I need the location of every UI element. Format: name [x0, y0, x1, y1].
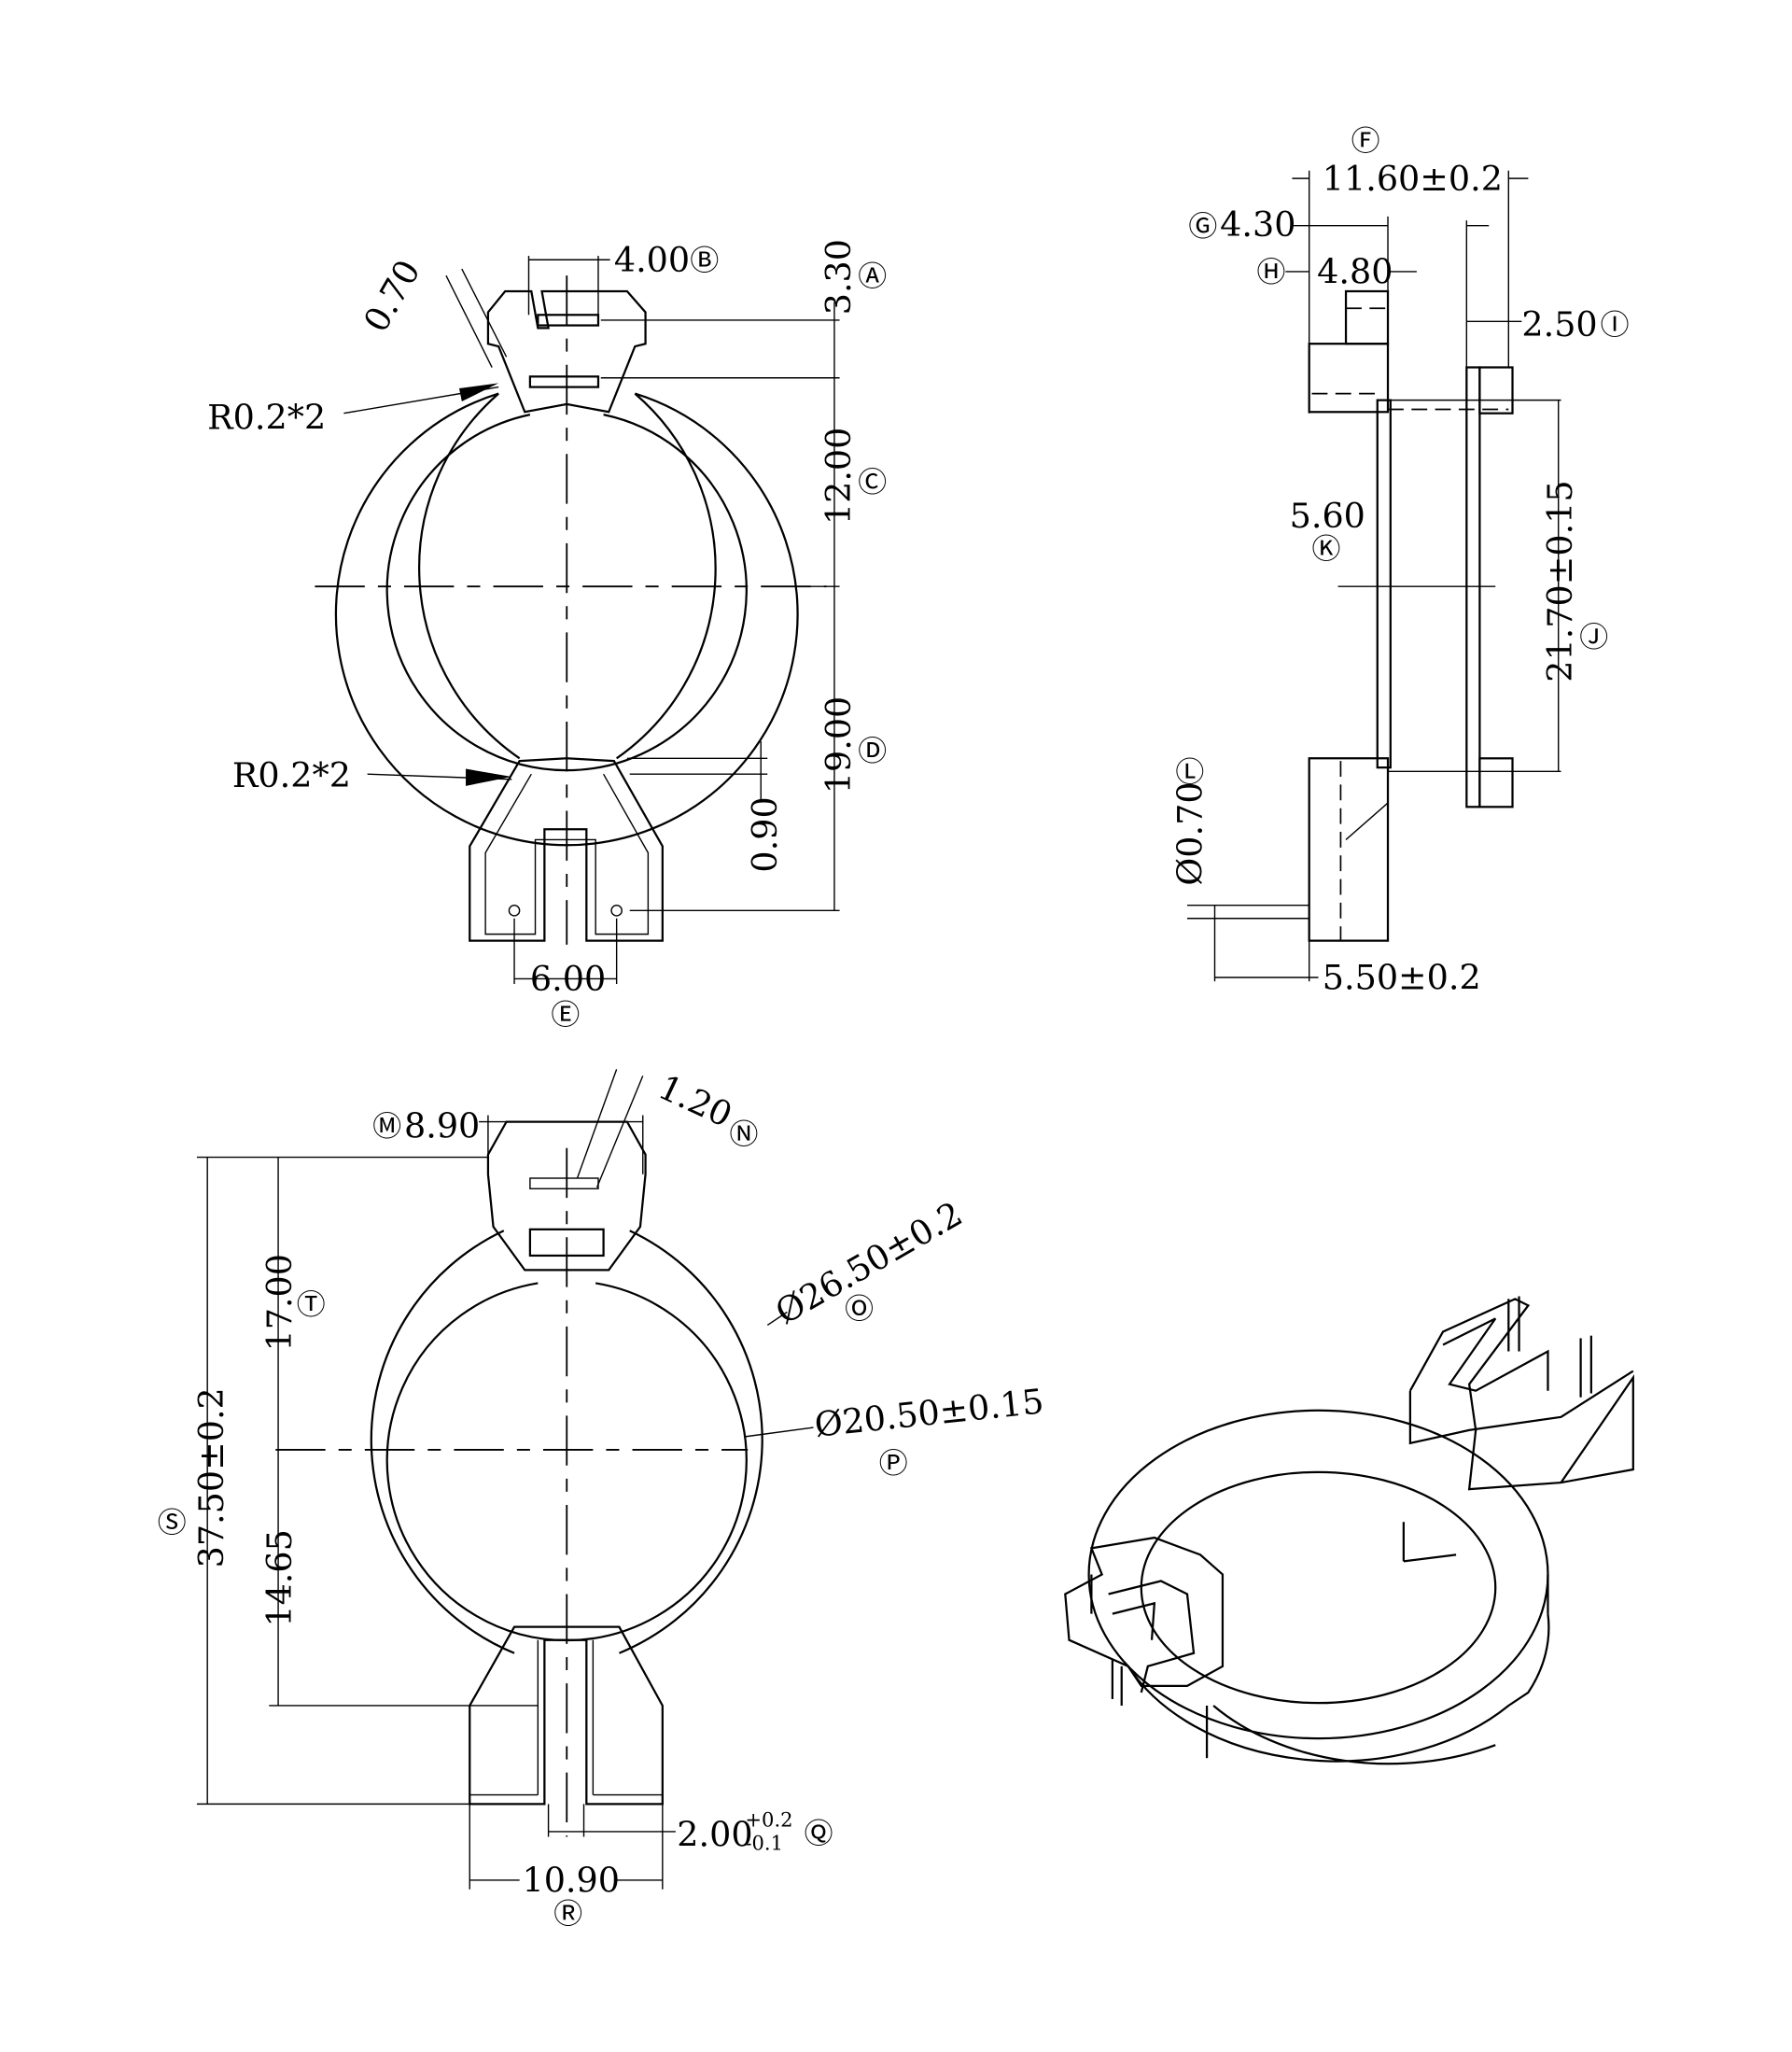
dim-37-50: 37.50±0.2 [191, 1387, 231, 1567]
label-k: Ⓚ [1312, 533, 1341, 567]
label-t: Ⓣ [297, 1288, 326, 1322]
dim-0-90: 0.90 [745, 796, 785, 872]
dim-5-50: 5.50±0.2 [1323, 958, 1481, 998]
label-b: Ⓑ [690, 245, 719, 278]
dim-1-20: 1.20 [652, 1067, 738, 1135]
label-a: Ⓐ [858, 260, 887, 293]
dim-11-60: 11.60±0.2 [1323, 159, 1503, 199]
label-j: Ⓙ [1579, 621, 1608, 654]
dim-2-00: 2.00 [677, 1814, 752, 1854]
dim-8-90: 8.90 [404, 1105, 480, 1145]
label-s: Ⓢ [158, 1506, 187, 1539]
label-e: Ⓔ [551, 999, 580, 1033]
radius-label-top: R0.2*2 [207, 398, 326, 438]
dim-4-30: 4.30 [1220, 204, 1295, 245]
label-d: Ⓓ [858, 735, 887, 768]
front-view-top: 4.00 Ⓑ 3.30 Ⓐ 12.00 Ⓒ 19.00 Ⓓ 0.90 6.00 … [207, 239, 887, 1033]
dim-4-00: 4.00 [614, 240, 690, 280]
bottom-tab [469, 1625, 664, 1806]
label-g: Ⓖ [1188, 210, 1217, 244]
front-view-bottom: Ⓜ 8.90 1.20 Ⓝ Ø26.50±0.2 Ⓞ Ø20.50±0.15 Ⓟ… [158, 1067, 1045, 1932]
dim-6-00: 6.00 [530, 959, 606, 999]
side-view: 11.60±0.2 Ⓕ Ⓖ 4.30 Ⓗ 4.80 2.50 Ⓘ [1169, 125, 1629, 998]
dim-4-80: 4.80 [1317, 252, 1393, 292]
label-f: Ⓕ [1351, 125, 1380, 159]
top-tab [486, 289, 647, 414]
dim-pin: Ø0.70 [1169, 781, 1210, 885]
label-h: Ⓗ [1256, 256, 1285, 289]
tolerance-minus: -0.1 [745, 1832, 783, 1855]
dim-19-00: 19.00 [819, 696, 859, 794]
dim-3-30: 3.30 [819, 239, 859, 315]
tolerance-plus: +0.2 [745, 1807, 792, 1831]
label-r: Ⓡ [553, 1897, 582, 1931]
dim-2-50: 2.50 [1521, 304, 1597, 344]
label-m: Ⓜ [372, 1110, 401, 1144]
dim-12-00: 12.00 [819, 428, 859, 526]
label-i: Ⓘ [1601, 308, 1630, 342]
dim-10-90: 10.90 [522, 1861, 620, 1901]
dim-17-00: 17.00 [259, 1254, 300, 1352]
label-p: Ⓟ [879, 1447, 908, 1481]
label-l: Ⓛ [1175, 756, 1204, 790]
bottom-tab [469, 757, 664, 942]
label-c: Ⓒ [858, 466, 887, 499]
dim-0-70: 0.70 [356, 253, 428, 339]
isometric-view [1064, 1296, 1634, 1765]
label-q: Ⓠ [805, 1818, 833, 1851]
label-n: Ⓝ [730, 1117, 759, 1151]
top-tab [486, 1120, 647, 1272]
dim-inner-diameter: Ø20.50±0.15 [813, 1381, 1046, 1445]
radius-label-bottom: R0.2*2 [232, 755, 351, 795]
dim-5-60: 5.60 [1290, 496, 1365, 536]
label-o: Ⓞ [845, 1292, 874, 1326]
dim-21-70: 21.70±0.15 [1540, 480, 1580, 682]
dim-14-65: 14.65 [259, 1529, 300, 1627]
